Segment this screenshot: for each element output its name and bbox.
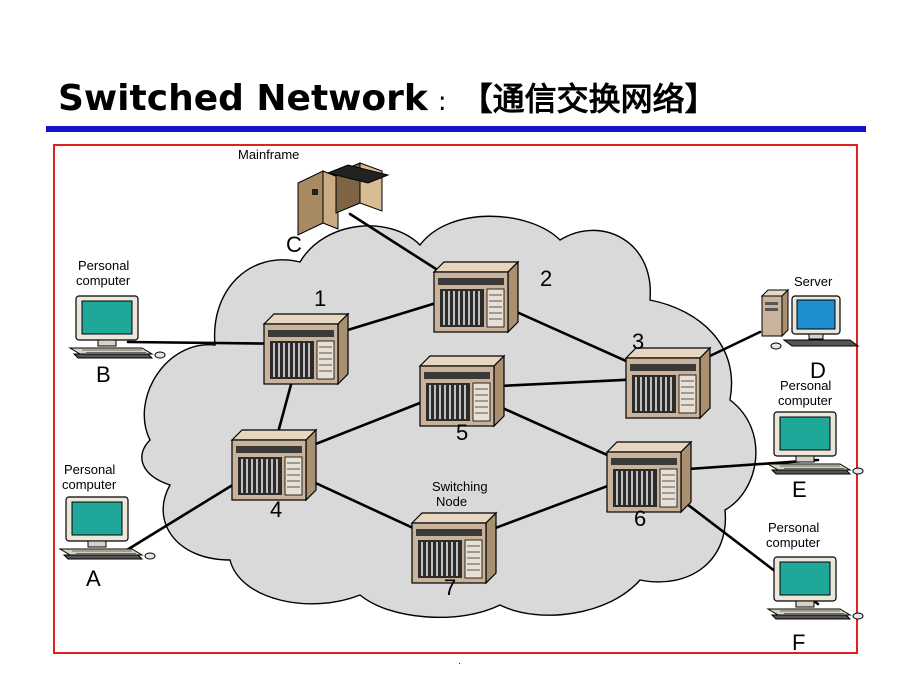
switching-node-caption-line1: Switching bbox=[432, 479, 488, 494]
station-caption-b-line2: computer bbox=[76, 273, 131, 288]
switching-node-6-icon bbox=[606, 441, 692, 513]
title-chinese: 【通信交换网络】 bbox=[460, 80, 717, 118]
station-letter-a: A bbox=[86, 566, 101, 591]
station-caption-c: Mainframe bbox=[238, 147, 299, 162]
title-underline bbox=[46, 126, 866, 132]
personal-computer-e-icon bbox=[767, 411, 864, 475]
title-separator: : bbox=[437, 87, 447, 117]
node-label-4: 4 bbox=[270, 497, 282, 522]
station-caption-f-line2: computer bbox=[766, 535, 821, 550]
node-label-5: 5 bbox=[456, 420, 468, 445]
personal-computer-b-icon bbox=[69, 295, 166, 359]
node-label-2: 2 bbox=[540, 266, 552, 291]
station-caption-d: Server bbox=[794, 274, 833, 289]
node-label-1: 1 bbox=[314, 286, 326, 311]
switching-node-5-icon bbox=[419, 355, 505, 427]
personal-computer-f-icon bbox=[767, 556, 864, 620]
station-caption-a-line1: Personal bbox=[64, 462, 115, 477]
station-letter-c: C bbox=[286, 232, 302, 257]
station-caption-b-line1: Personal bbox=[78, 258, 129, 273]
node-label-6: 6 bbox=[634, 506, 646, 531]
switching-node-caption-line2: Node bbox=[436, 494, 467, 509]
switching-node-4-icon bbox=[231, 429, 317, 501]
station-caption-e-line2: computer bbox=[778, 393, 833, 408]
title-english: Switched Network bbox=[58, 78, 428, 119]
station-letter-d: D bbox=[810, 358, 826, 383]
station-letter-b: B bbox=[96, 362, 111, 387]
page-title: Switched Network: 【通信交换网络】 bbox=[58, 74, 717, 124]
station-caption-a-line2: computer bbox=[62, 477, 117, 492]
switching-node-7-icon bbox=[411, 512, 497, 584]
station-caption-f-line1: Personal bbox=[768, 520, 819, 535]
switching-node-2-icon bbox=[433, 261, 519, 333]
diagram-frame bbox=[53, 144, 858, 654]
node-label-7: 7 bbox=[444, 575, 456, 600]
station-caption-e-line1: Personal bbox=[780, 378, 831, 393]
station-letter-e: E bbox=[792, 477, 807, 502]
switching-node-1-icon bbox=[263, 313, 349, 385]
mainframe-icon bbox=[297, 162, 390, 236]
switching-node-3-icon bbox=[625, 347, 711, 419]
station-letter-f: F bbox=[792, 630, 805, 655]
personal-computer-a-icon bbox=[59, 496, 156, 560]
node-label-3: 3 bbox=[632, 329, 644, 354]
footer-mark: . bbox=[458, 656, 462, 667]
server-icon bbox=[760, 288, 860, 350]
